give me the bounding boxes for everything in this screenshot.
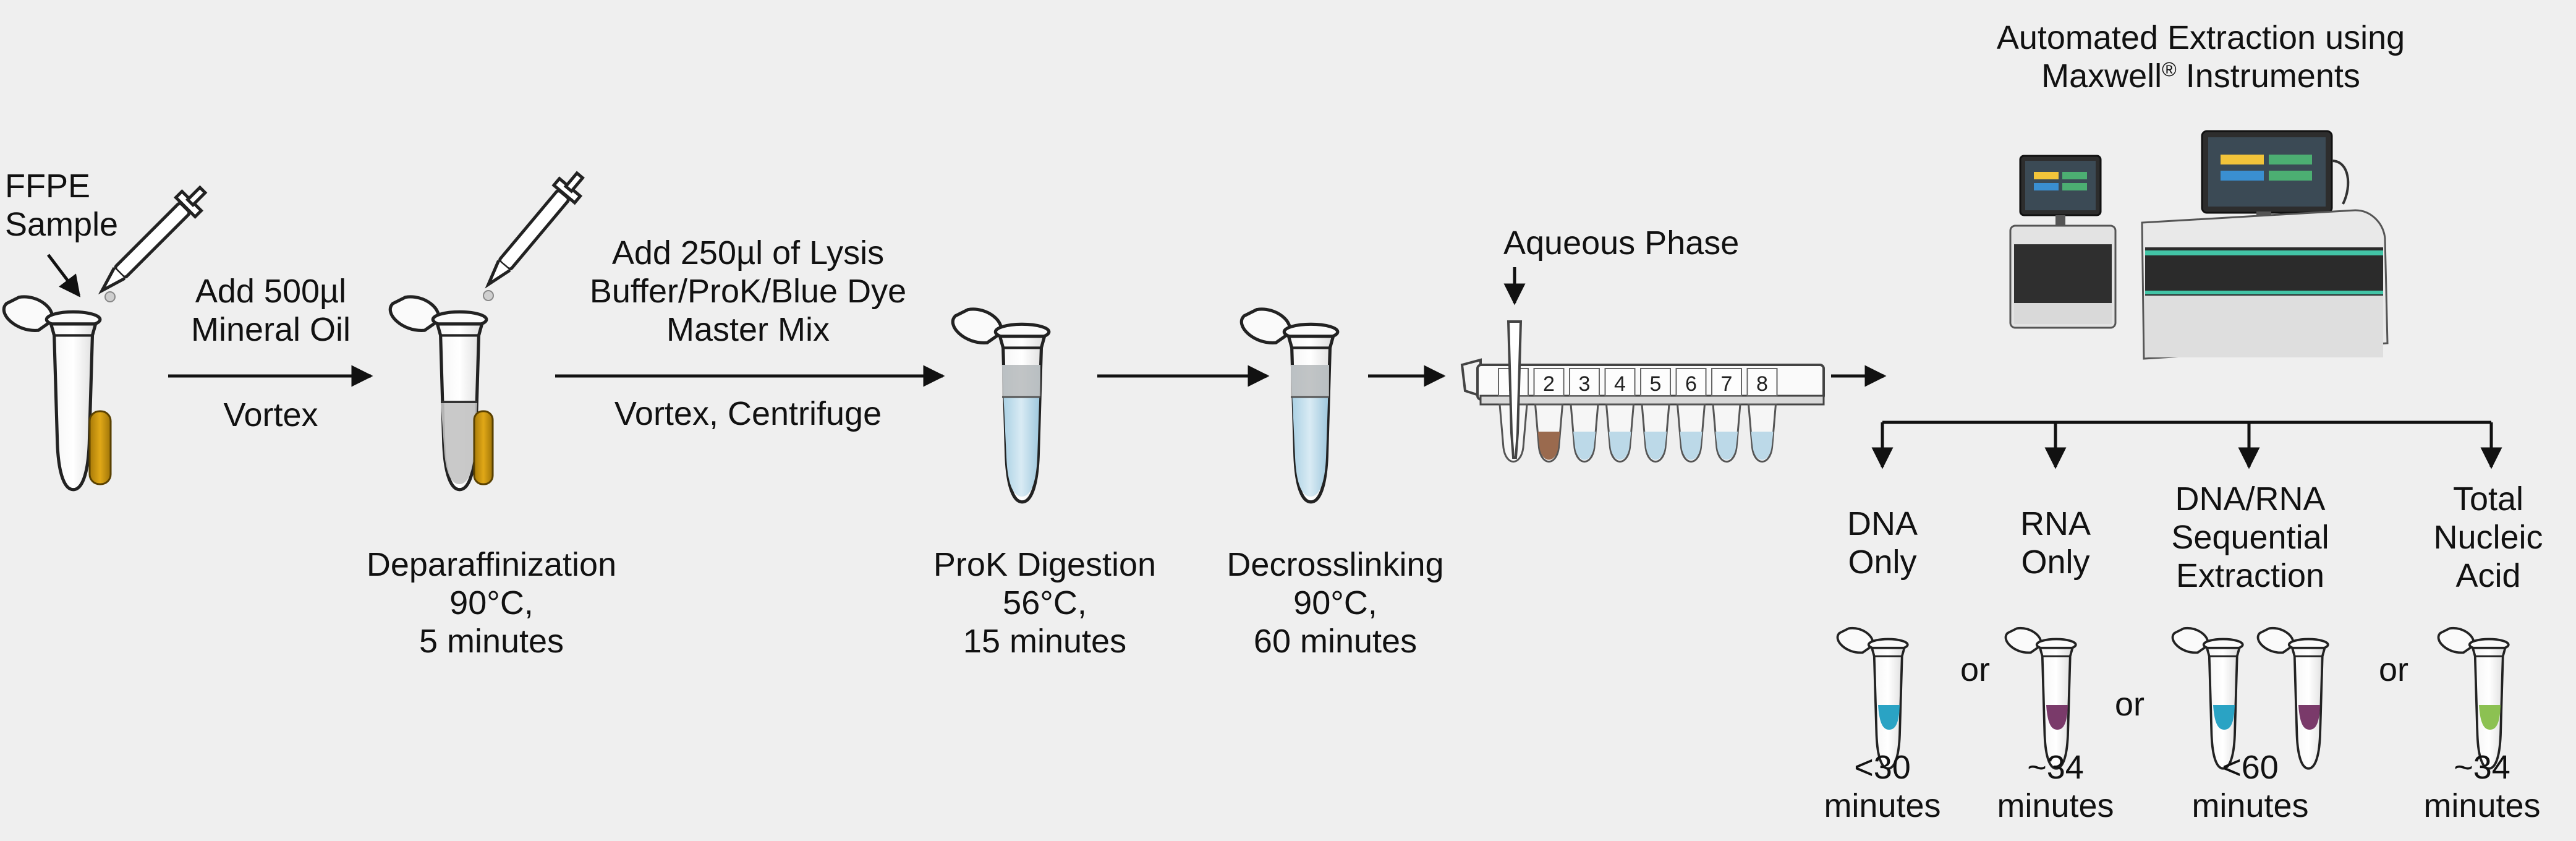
tube-decrosslinking (1241, 309, 1338, 502)
time-rna-unit: minutes (1997, 787, 2114, 824)
stage-deparaffinization-label: Deparaffinization 90°C, 5 minutes (334, 545, 649, 660)
strip-well-6: 6 (1675, 368, 1707, 463)
strip-well-number: 5 (1650, 372, 1662, 396)
pipette-tip-icon (1507, 320, 1523, 459)
deparaffinization-title: Deparaffinization (366, 546, 617, 583)
strip-well-number: 8 (1756, 372, 1768, 396)
strip-well-7: 7 (1711, 368, 1742, 463)
strip-well-5: 5 (1640, 368, 1671, 463)
output-tube-rna (2004, 626, 2077, 770)
tube-ffpe-sample (4, 297, 112, 490)
time-sequential-unit: minutes (2191, 787, 2309, 824)
dna-only-line1: DNA (1847, 505, 1918, 542)
step2-reagent-label: Add 250µl of Lysis Buffer/ProK/Blue Dye … (575, 234, 921, 349)
strip-well-2: 2 (1533, 368, 1565, 463)
maxwell-word: Maxwell (2041, 58, 2162, 95)
sample-label: FFPE Sample (5, 167, 118, 244)
time-dna-unit: minutes (1824, 787, 1941, 824)
tna-line1: Total (2452, 480, 2524, 518)
strip-well-3: 3 (1569, 368, 1600, 463)
step1-line1: Add 500µl (195, 273, 347, 310)
time-sequential: <60 minutes (2161, 748, 2340, 825)
pipette-icon (98, 185, 208, 295)
maxwell-instrument-large (2141, 130, 2389, 360)
step2-line3: Master Mix (666, 311, 830, 348)
sequential-line2: Sequential (2171, 519, 2329, 556)
strip-well-number: 2 (1543, 372, 1555, 396)
time-tna-unit: minutes (2423, 787, 2541, 824)
time-rna-value: ~34 (2027, 749, 2084, 786)
time-total-nucleic-acid: ~34 minutes (2399, 748, 2565, 825)
rna-only-line1: RNA (2020, 505, 2091, 542)
deparaffinization-time: 5 minutes (419, 623, 564, 660)
automated-line1: Automated Extraction using (1996, 19, 2405, 56)
or-separator: or (1960, 651, 1990, 688)
prok-time: 15 minutes (963, 623, 1127, 660)
sequential-line1: DNA/RNA (2175, 480, 2326, 518)
step2-action-label: Vortex, Centrifuge (614, 395, 882, 432)
strip-well-number: 4 (1614, 372, 1626, 396)
registered-mark: ® (2162, 58, 2177, 80)
output-rna-only-label: RNA Only (1966, 505, 2145, 581)
output-sequential-label: DNA/RNA Sequential Extraction (2151, 480, 2349, 595)
prok-temp: 56°C, (1003, 584, 1087, 621)
deparaffinization-temp: 90°C, (449, 584, 533, 621)
or-separator: or (2114, 686, 2145, 723)
strip-well-number: 3 (1579, 372, 1591, 396)
strip-well-8: 8 (1746, 368, 1778, 463)
branch-connector (1871, 420, 2502, 469)
output-tube-rna-seq (2256, 626, 2329, 770)
automated-extraction-title: Automated Extraction using Maxwell® Inst… (1923, 19, 2479, 95)
time-dna-only: <30 minutes (1793, 748, 1972, 825)
strip-well-number: 7 (1721, 372, 1733, 396)
decrosslinking-temp: 90°C, (1293, 584, 1377, 621)
liquid-dna (1878, 705, 1900, 730)
sample-label-line2: Sample (5, 206, 119, 243)
time-sequential-value: <60 (2222, 749, 2279, 786)
tube-prok-digestion (953, 309, 1049, 502)
tube-deparaffinization (390, 297, 494, 490)
decrosslinking-title: Decrosslinking (1226, 546, 1444, 583)
sample-label-line1: FFPE (5, 168, 91, 205)
prok-title: ProK Digestion (933, 546, 1157, 583)
step1-reagent-label: Add 500µl Mineral Oil (172, 272, 370, 349)
sample-pointer-arrow (47, 254, 81, 297)
decrosslinking-time: 60 minutes (1253, 623, 1418, 660)
stage-decrosslinking-label: Decrosslinking 90°C, 60 minutes (1193, 545, 1477, 660)
aqueous-phase-label: Aqueous Phase (1503, 224, 1740, 262)
time-tna-value: ~34 (2454, 749, 2510, 786)
or-separator: or (2378, 651, 2408, 688)
output-tube-total-nucleic-acid (2437, 626, 2510, 770)
drop-icon (483, 290, 494, 301)
strip-well-4: 4 (1604, 368, 1636, 463)
drop-icon (104, 291, 116, 302)
output-total-nucleic-acid-label: Total Nucleic Acid (2405, 480, 2572, 595)
step1-line2: Mineral Oil (190, 311, 351, 348)
output-tube-dna-seq (2171, 626, 2244, 770)
maxwell-instrument-small (2009, 155, 2117, 329)
rna-only-line2: Only (2021, 544, 2090, 581)
tna-line2: Nucleic (2433, 519, 2543, 556)
output-tube-dna (1836, 626, 1909, 770)
pipette-icon (485, 171, 585, 289)
step2-line2: Buffer/ProK/Blue Dye (589, 273, 907, 310)
sequential-line3: Extraction (2175, 557, 2325, 594)
tna-line3: Acid (2455, 557, 2521, 594)
instruments-word: Instruments (2176, 58, 2360, 95)
step1-action-label: Vortex (223, 396, 318, 433)
output-dna-only-label: DNA Only (1793, 505, 1972, 581)
time-dna-value: <30 (1854, 749, 1911, 786)
dna-only-line2: Only (1848, 544, 1917, 581)
time-rna-only: ~34 minutes (1966, 748, 2145, 825)
stage-prok-label: ProK Digestion 56°C, 15 minutes (903, 545, 1187, 660)
strip-well-number: 6 (1685, 372, 1697, 396)
automated-line2: Maxwell® Instruments (1923, 57, 2479, 95)
step2-line1: Add 250µl of Lysis (611, 234, 885, 271)
